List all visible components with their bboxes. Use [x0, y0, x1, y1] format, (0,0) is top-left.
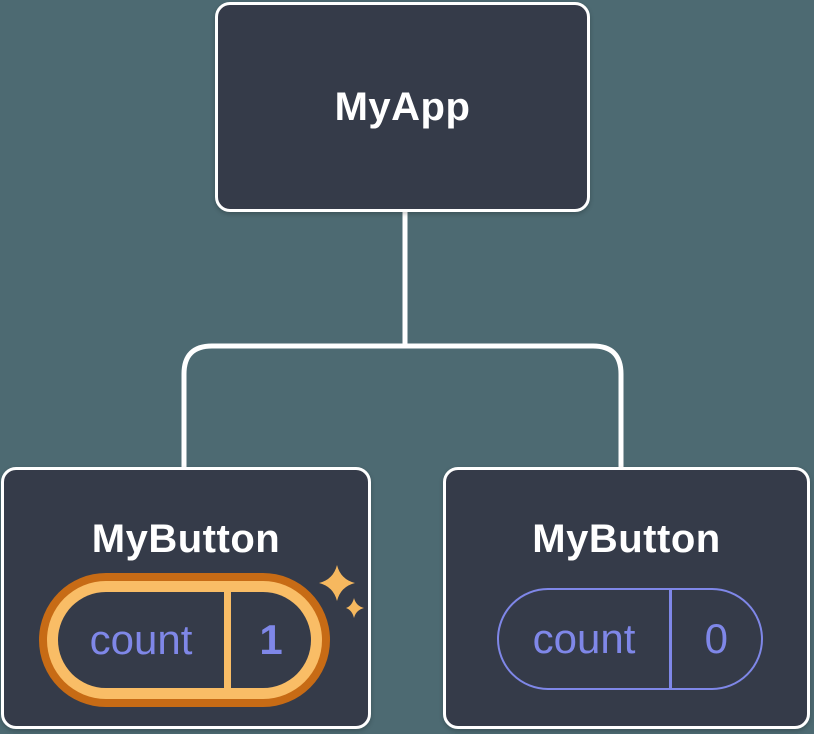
- state-key-label: count: [532, 615, 636, 662]
- sparkle-small-icon: [346, 598, 364, 618]
- root-node-label: MyApp: [334, 84, 471, 129]
- state-pill-core: count 1: [58, 592, 311, 688]
- child-1-node-label: MyButton: [91, 517, 281, 561]
- child-2-node-label: MyButton: [532, 517, 721, 561]
- sparkles-icon: [319, 565, 364, 618]
- state-value: 0: [704, 615, 728, 662]
- state-pill: count 0: [497, 588, 763, 690]
- state-pill-highlight-ring: count 1: [47, 581, 322, 699]
- connector-branch-line: [181, 343, 624, 470]
- component-node-root: MyApp: [215, 2, 590, 212]
- component-node-child-2: [443, 467, 810, 729]
- pill-divider: [669, 590, 672, 688]
- state-key-label: count: [89, 616, 193, 663]
- state-pill-highlighted: count 1: [39, 573, 330, 707]
- sparkle-large-icon: [319, 565, 355, 601]
- state-value: 1: [259, 616, 283, 663]
- pill-divider: [224, 592, 231, 688]
